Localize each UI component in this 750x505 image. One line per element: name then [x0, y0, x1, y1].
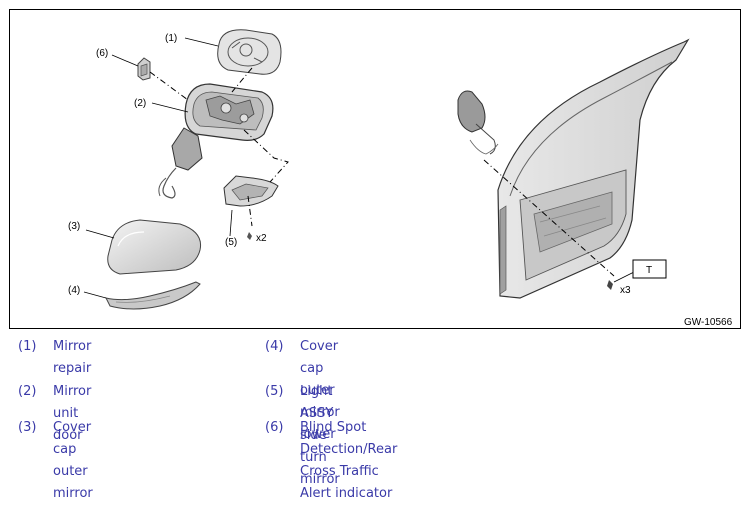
legend-num: (4) [265, 339, 284, 354]
door-assembly-line [483, 159, 615, 277]
legend-num: (1) [18, 339, 37, 354]
exploded-diagram: (1) (6) (2) (3) (5) (4) x2 T x3 GW-10566 [9, 9, 741, 329]
callout-6: (6) [96, 48, 108, 59]
mirror-unit-part [158, 83, 274, 199]
legend-num: (3) [18, 420, 37, 435]
mirror-glass-part [217, 29, 282, 75]
door-mirror [457, 90, 499, 155]
tool-leader-line [613, 271, 635, 283]
bsd-indicator-part [137, 57, 151, 81]
callout-1: (1) [165, 33, 177, 44]
diagram-frame [9, 9, 741, 329]
legend-num: (6) [265, 420, 284, 435]
legend-num: (2) [18, 384, 37, 399]
tool-marker: T [646, 265, 652, 276]
legend-text: Mirror unit door [53, 384, 92, 443]
legend-text: Blind Spot Detection/Rear Cross Traffic … [300, 420, 398, 501]
legend-num: (5) [265, 384, 284, 399]
door-panel [497, 38, 690, 299]
legend-text: Mirror repair [53, 339, 92, 376]
legend: (1) Mirror repair (2) Mirror unit door (… [0, 330, 750, 501]
callout-4: (4) [68, 285, 80, 296]
quantity-x3: x3 [620, 285, 631, 296]
assembly-lines [149, 67, 289, 227]
figure-code: GW-10566 [684, 317, 733, 328]
leader-lines [83, 37, 233, 299]
cover-cap-part [107, 219, 202, 275]
legend-text: Cover cap outer mirror lower [300, 339, 340, 442]
legend-text: Cover cap outer mirror [53, 420, 93, 501]
bolt-icon [607, 280, 613, 290]
callout-5: (5) [225, 237, 237, 248]
cover-cap-lower-part [105, 281, 201, 310]
callout-2: (2) [134, 98, 146, 109]
tool-marker-box [632, 259, 667, 279]
turn-light-part [223, 175, 279, 240]
callout-3: (3) [68, 221, 80, 232]
quantity-x2: x2 [256, 233, 267, 244]
